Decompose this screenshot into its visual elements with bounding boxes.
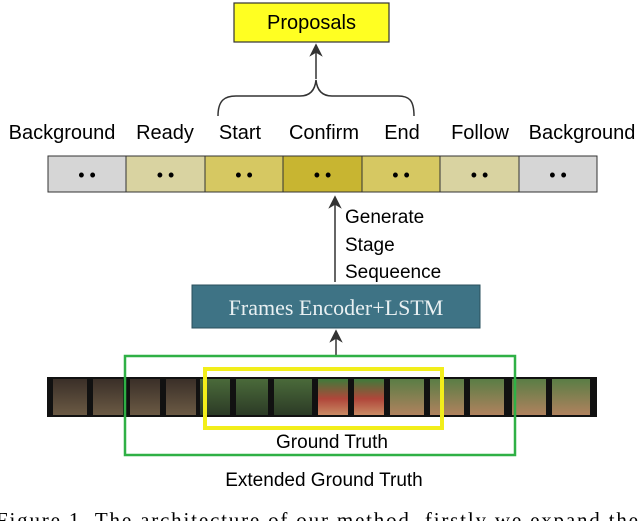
stage-label-background-left: Background — [9, 122, 116, 144]
stage-label-follow: Follow — [451, 122, 509, 144]
video-frame — [354, 379, 384, 415]
video-frame — [430, 379, 464, 415]
stage-dots-end: • • — [392, 165, 410, 185]
video-frame-strip — [47, 377, 597, 417]
stage-dots-ready: • • — [157, 165, 175, 185]
ground-truth-box — [203, 367, 444, 430]
video-frame — [274, 379, 312, 415]
video-frame — [512, 379, 546, 415]
generate-stage-sequence-text: Generate Stage Sequeence — [345, 207, 441, 283]
extended-ground-truth-box — [123, 354, 517, 457]
extended-ground-truth-label: Extended Ground Truth — [225, 470, 423, 491]
video-frame — [93, 379, 123, 415]
stage-label-end: End — [384, 122, 420, 144]
stage-label-ready: Ready — [136, 122, 194, 144]
stage-sequence: • • • • • • • • • • • • • • — [47, 155, 598, 193]
video-frame — [470, 379, 504, 415]
stage-cell-ready — [125, 155, 206, 193]
ground-truth-label: Ground Truth — [276, 432, 388, 453]
video-frame — [390, 379, 424, 415]
video-frame — [166, 379, 196, 415]
stage-label-start: Start — [219, 122, 262, 144]
video-frame — [318, 379, 348, 415]
stage-cell-end — [361, 155, 441, 193]
stage-dots-background-left: • • — [78, 165, 96, 185]
video-frame — [236, 379, 268, 415]
video-frame — [552, 379, 590, 415]
stage-dots-start: • • — [235, 165, 253, 185]
generate-line-1: Generate — [345, 207, 424, 228]
stage-dots-background-right: • • — [549, 165, 567, 185]
stage-label-background-right: Background — [529, 122, 636, 144]
stage-cell-background-left — [47, 155, 127, 193]
generate-line-2: Stage — [345, 235, 395, 256]
stage-labels: Background Ready Start Confirm End Follo… — [9, 122, 636, 144]
proposals-box — [233, 2, 390, 43]
encoder-label: Frames Encoder+LSTM — [229, 295, 444, 320]
stage-dots-confirm: • • — [314, 165, 332, 185]
video-frame — [130, 379, 160, 415]
video-frame — [53, 379, 87, 415]
stage-label-confirm: Confirm — [289, 122, 359, 144]
stage-brace — [217, 79, 415, 117]
figure-caption: Figure 1. The architecture of our method… — [0, 508, 638, 521]
stage-dots-follow: • • — [471, 165, 489, 185]
proposals-label: Proposals — [267, 12, 356, 34]
stage-cell-background-right — [518, 155, 598, 193]
generate-line-3: Sequeence — [345, 262, 441, 283]
encoder-box — [191, 284, 481, 329]
